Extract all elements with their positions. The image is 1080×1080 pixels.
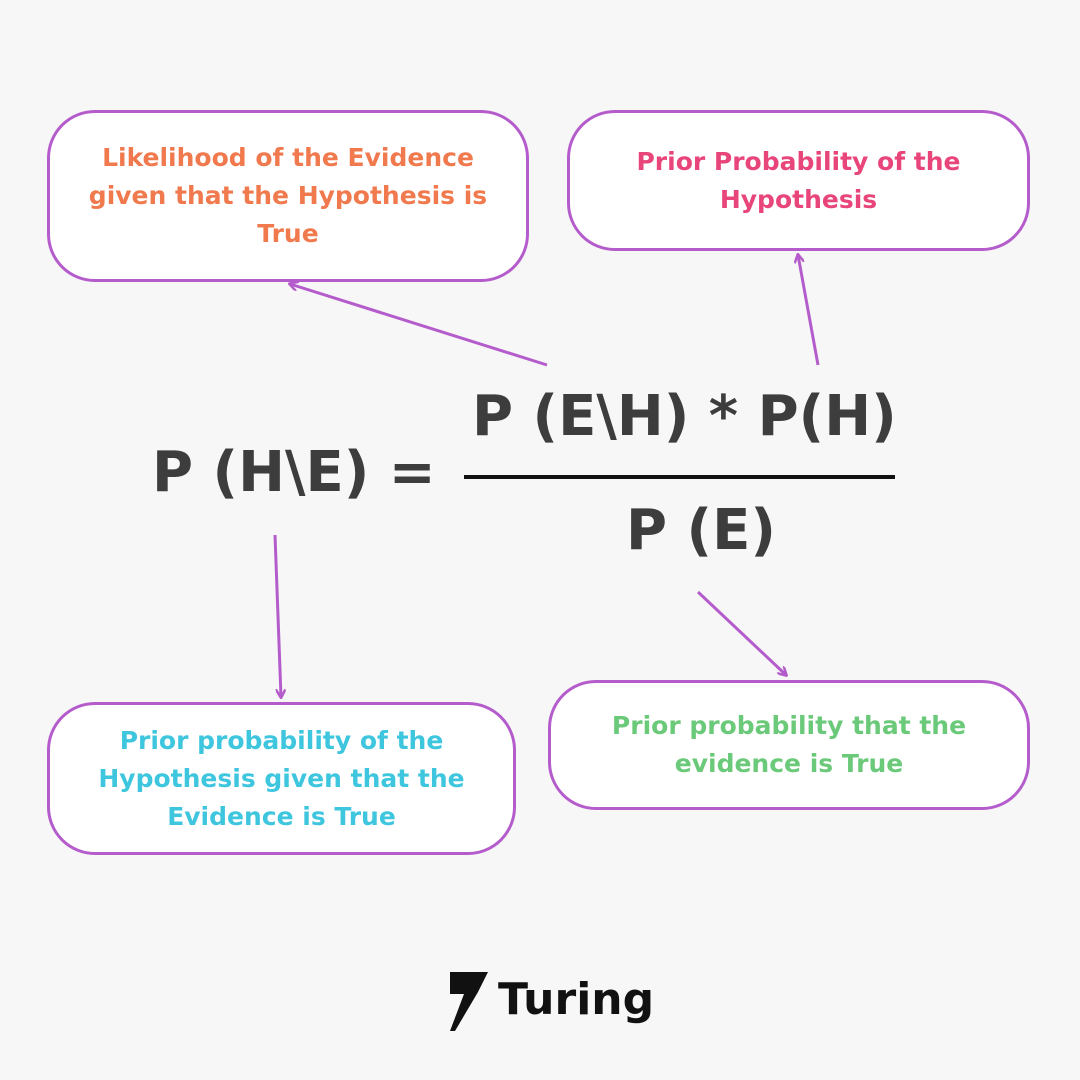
posterior-label: Prior probability of the Hypothesis give…: [98, 725, 465, 831]
evidence-label: Prior probability that the evidence is T…: [611, 711, 967, 778]
turing-logo-icon: [450, 972, 488, 1031]
likelihood-label: Likelihood of the Evidence given that th…: [88, 143, 488, 248]
arrow-to-posterior: [273, 534, 281, 697]
formula-lhs: P (H\E) =: [152, 440, 436, 505]
formula-numerator: P (E\H) * P(H): [472, 384, 897, 449]
arrow-to-likelihood: [290, 284, 548, 367]
logo-text: Turing: [498, 974, 655, 1025]
likelihood-box: Likelihood of the Evidence given that th…: [47, 110, 529, 282]
prior-hypothesis-box: Prior Probability of the Hypothesis: [567, 110, 1030, 251]
arrow-to-prior-hypothesis: [798, 255, 820, 366]
arrow-to-evidence: [696, 590, 786, 675]
posterior-box: Prior probability of the Hypothesis give…: [47, 702, 516, 855]
formula-denominator: P (E): [626, 498, 776, 563]
fraction-line: [464, 475, 895, 479]
evidence-box: Prior probability that the evidence is T…: [548, 680, 1030, 810]
prior-hypothesis-label: Prior Probability of the Hypothesis: [636, 146, 961, 214]
